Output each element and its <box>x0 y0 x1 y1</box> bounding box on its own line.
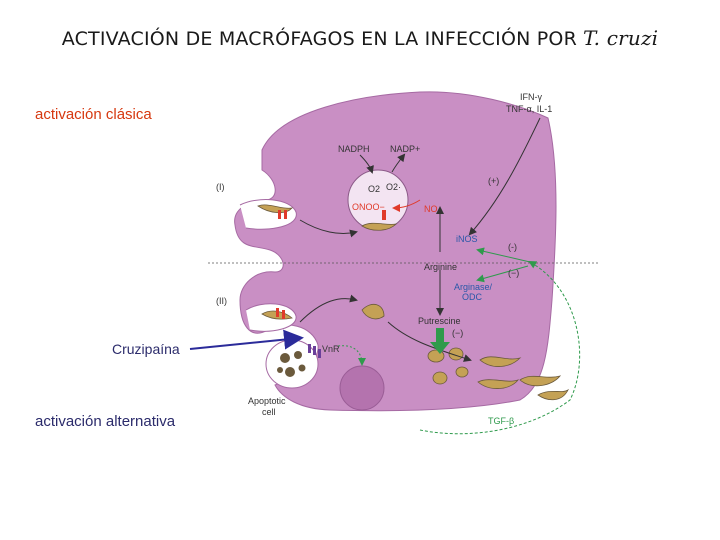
nucleus <box>339 365 385 411</box>
label-activacion-alternativa: activación alternativa <box>35 413 176 430</box>
green-arrow-tgf-loop <box>419 261 581 435</box>
vnr-receptor-3 <box>318 349 321 358</box>
arrow-nadph <box>359 154 374 174</box>
parasite-5 <box>479 356 522 367</box>
arrow-pathway-i <box>299 219 358 238</box>
apoptotic-body-4 <box>298 364 306 372</box>
vnr-receptor-2 <box>313 346 316 355</box>
arrow-cytokines-inos <box>468 117 541 236</box>
green-arrow-inhibit <box>476 247 531 263</box>
cruzipaina-arrow <box>189 329 304 350</box>
sign-minus-arginase: (−) <box>508 268 519 278</box>
receptor-ii-1 <box>276 308 279 317</box>
arrow-no-onoo <box>392 199 421 212</box>
apoptotic-body-2 <box>294 351 302 359</box>
putrescine-label: Putrescine <box>418 316 461 326</box>
vnr-label: VnR <box>322 344 340 354</box>
arginine-label: Arginine <box>424 262 457 272</box>
phagosome-i <box>239 199 297 230</box>
parasite-1 <box>257 204 294 214</box>
onoo-label: ONOO− <box>352 202 385 212</box>
macrophage-cell <box>234 91 557 412</box>
receptor-i-1 <box>278 210 281 219</box>
sign-plus: (+) <box>488 176 499 186</box>
title-species: T. cruzi <box>582 26 659 50</box>
apoptotic-cell-label: cell <box>262 407 276 417</box>
green-arrow-arginase <box>476 265 529 283</box>
tgf-label: TGF-β <box>488 416 514 426</box>
page-title: ACTIVACIÓN DE MACRÓFAGOS EN LA INFECCIÓN… <box>0 26 720 50</box>
arrow-nadp <box>391 153 406 173</box>
pathway-ii-label: (II) <box>216 296 227 306</box>
label-cruzipaina: Cruzipaína <box>112 341 180 357</box>
arrow-pathway-ii <box>299 294 358 323</box>
parasite-8 <box>537 388 570 401</box>
parasite-3 <box>361 222 398 231</box>
title-main: ACTIVACIÓN DE MACRÓFAGOS EN LA INFECCIÓN… <box>61 28 577 50</box>
odc-label: ODC <box>462 292 483 302</box>
apoptotic-body-5 <box>277 367 283 373</box>
inos-label: iNOS <box>456 234 478 244</box>
receptor-i-2 <box>284 210 287 219</box>
sign-minus-inos: (-) <box>508 242 517 252</box>
red-block-arrow <box>382 210 386 220</box>
sign-minus-putrescine: (−) <box>452 328 463 338</box>
parasite-7 <box>519 375 562 387</box>
amastigote-4 <box>455 366 469 378</box>
nadph-label: NADPH <box>338 144 370 154</box>
vnr-receptor-1 <box>308 344 311 353</box>
o2-radical-label: O2· <box>386 182 401 192</box>
o2-label: O2 <box>368 184 380 194</box>
nadp-label: NADP+ <box>390 144 420 154</box>
parasite-6 <box>477 379 520 389</box>
cytokine-tnf: TNF-α, IL-1 <box>506 104 552 114</box>
parasite-vacuole <box>347 169 409 231</box>
label-activacion-clasica: activación clásica <box>35 106 152 123</box>
arrow-parasite-exit <box>387 321 472 362</box>
parasite-4 <box>361 303 385 320</box>
apoptotic-label: Apoptotic <box>248 396 286 406</box>
arginase-label: Arginase/ <box>454 282 493 292</box>
apoptotic-body-1 <box>280 353 290 363</box>
apoptotic-body-3 <box>285 367 295 377</box>
no-label: NO <box>424 204 438 214</box>
receptor-ii-2 <box>282 310 285 319</box>
green-block-arrow <box>430 328 450 354</box>
cytokine-ifn: IFN-γ <box>520 92 542 102</box>
amastigote-3 <box>432 371 448 385</box>
pathway-i-label: (I) <box>216 182 225 192</box>
